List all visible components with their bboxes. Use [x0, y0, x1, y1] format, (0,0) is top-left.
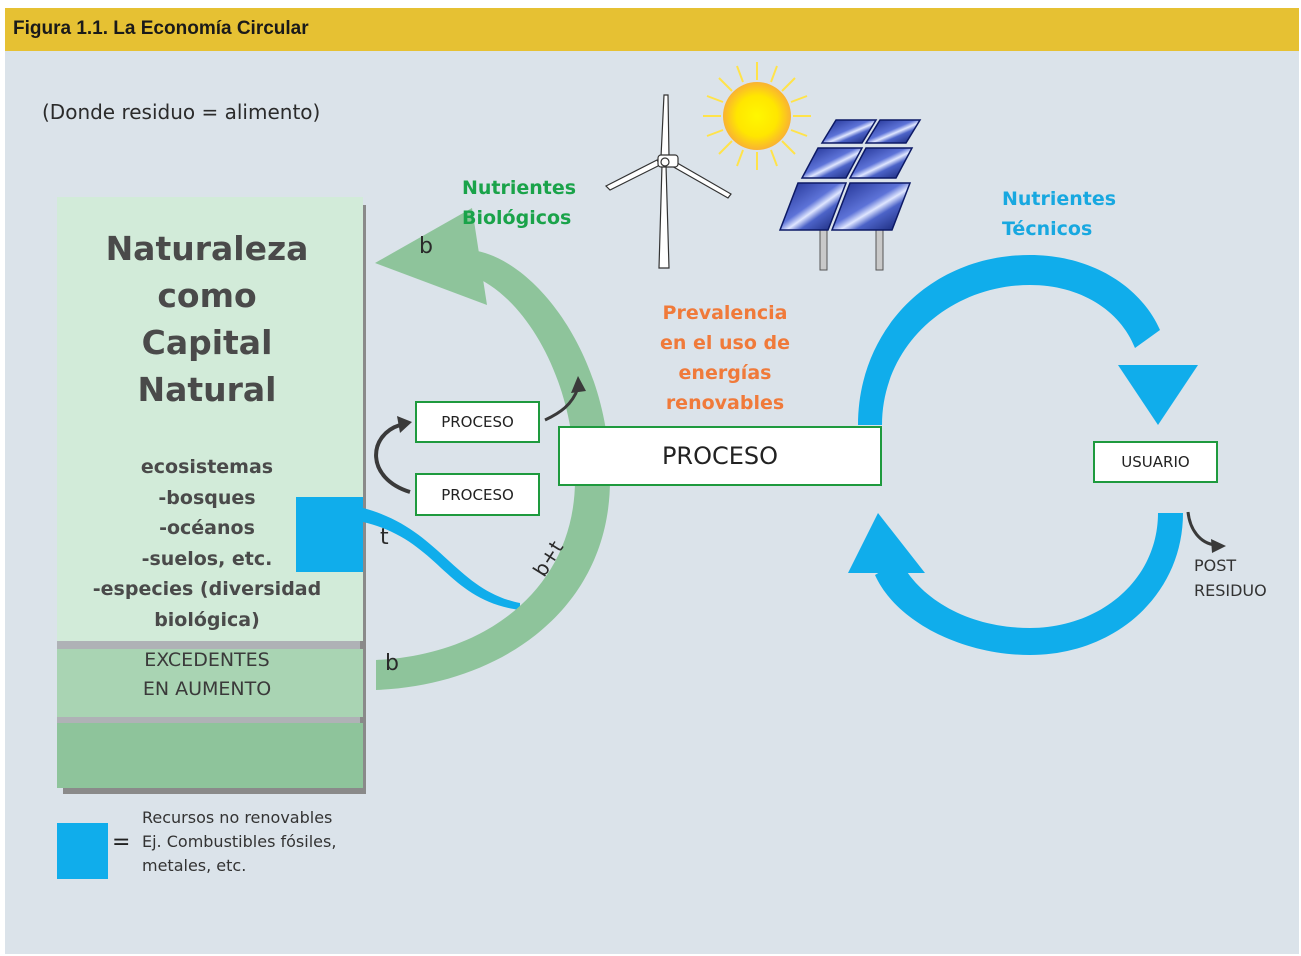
legend-line: Recursos no renovables [142, 808, 333, 827]
tech-label-line: Nutrientes [1002, 188, 1117, 210]
ecosystem-line: -bosques [158, 486, 256, 509]
user-box: USUARIO [1093, 441, 1218, 483]
renewables-label: Prevalencia en el uso de energías renova… [640, 298, 810, 418]
ecosystems-list: ecosistemas -bosques -océanos -suelos, e… [55, 452, 359, 635]
nature-column-shadow-bottom [63, 788, 366, 794]
flow-label-t: t [380, 525, 389, 550]
ecosystem-line: -océanos [159, 517, 255, 539]
flow-t-blue [363, 508, 520, 610]
solar-panel-icon [778, 119, 922, 271]
post-residue-label: POST RESIDUO [1194, 553, 1267, 603]
biological-nutrients-label: Nutrientes Biológicos [462, 173, 576, 233]
surplus-line: EN AUMENTO [142, 678, 272, 700]
legend-line: metales, etc. [142, 856, 247, 875]
bio-nutrient-arrowhead [375, 208, 487, 305]
nature-title-line: Naturaleza [105, 229, 309, 268]
process-box-main: PROCESO [558, 426, 882, 486]
bio-label-line: Nutrientes [462, 177, 577, 199]
nature-divider-1 [57, 641, 363, 649]
ecosystem-line: -especies (diversidad [92, 578, 322, 600]
nonrenewable-square [296, 497, 363, 572]
legend-nonrenewable-square [57, 823, 108, 879]
post-residue-line: POST [1194, 556, 1237, 575]
renew-label-line: Prevalencia [662, 302, 788, 324]
ecosystem-line: ecosistemas [140, 456, 274, 478]
renew-label-line: en el uso de [659, 332, 791, 354]
nature-title-line: Natural [137, 370, 277, 409]
tech-label-line: Técnicos [1002, 218, 1093, 240]
process-arrow-left-head [397, 416, 412, 433]
flow-label-b-bottom: b [385, 651, 399, 676]
surplus-line: EXCEDENTES [144, 649, 270, 671]
process-arrow-left [374, 423, 411, 494]
surplus-block [57, 649, 363, 717]
process-arrow-up-head [571, 376, 586, 393]
nature-divider-2 [57, 717, 363, 723]
process-box-lower: PROCESO [415, 473, 540, 516]
flow-label-b-top: b [419, 234, 433, 259]
technical-nutrients-label: Nutrientes Técnicos [1002, 184, 1116, 244]
wind-turbine-icon [604, 94, 732, 269]
post-residue-arrow [1186, 511, 1216, 547]
surplus-label: EXCEDENTES EN AUMENTO [55, 646, 359, 704]
nature-title-line: Capital [141, 323, 273, 362]
process-box-upper: PROCESO [415, 401, 540, 443]
figure-header: Figura 1.1. La Economía Circular [5, 8, 1299, 51]
legend-equals-sign: = [112, 830, 131, 855]
nature-base-block [57, 723, 363, 788]
figure-title: Figura 1.1. La Economía Circular [13, 18, 309, 39]
diagram-subtitle: (Donde residuo = alimento) [42, 100, 321, 124]
tech-cycle-bottom-arrowhead [848, 513, 925, 573]
legend-text: Recursos no renovables Ej. Combustibles … [142, 806, 336, 878]
ecosystem-line: -suelos, etc. [141, 547, 273, 570]
ecosystem-line: biológica) [154, 608, 260, 631]
tech-cycle-top-arc [858, 255, 1160, 425]
tech-cycle-bottom-arc [875, 513, 1183, 655]
nature-title-line: como [157, 276, 257, 315]
nature-capital-title: Naturaleza como Capital Natural [55, 225, 359, 413]
post-residue-arrowhead [1211, 539, 1226, 553]
bio-nutrient-arc [376, 250, 610, 690]
sun-icon [703, 62, 811, 170]
renew-label-line: energías [678, 362, 772, 384]
renew-label-line: renovables [665, 392, 785, 414]
post-residue-line: RESIDUO [1194, 581, 1267, 600]
bio-label-line: Biológicos [462, 207, 572, 229]
tech-cycle-top-arrowhead [1118, 365, 1198, 425]
legend-line: Ej. Combustibles fósiles, [142, 832, 337, 851]
